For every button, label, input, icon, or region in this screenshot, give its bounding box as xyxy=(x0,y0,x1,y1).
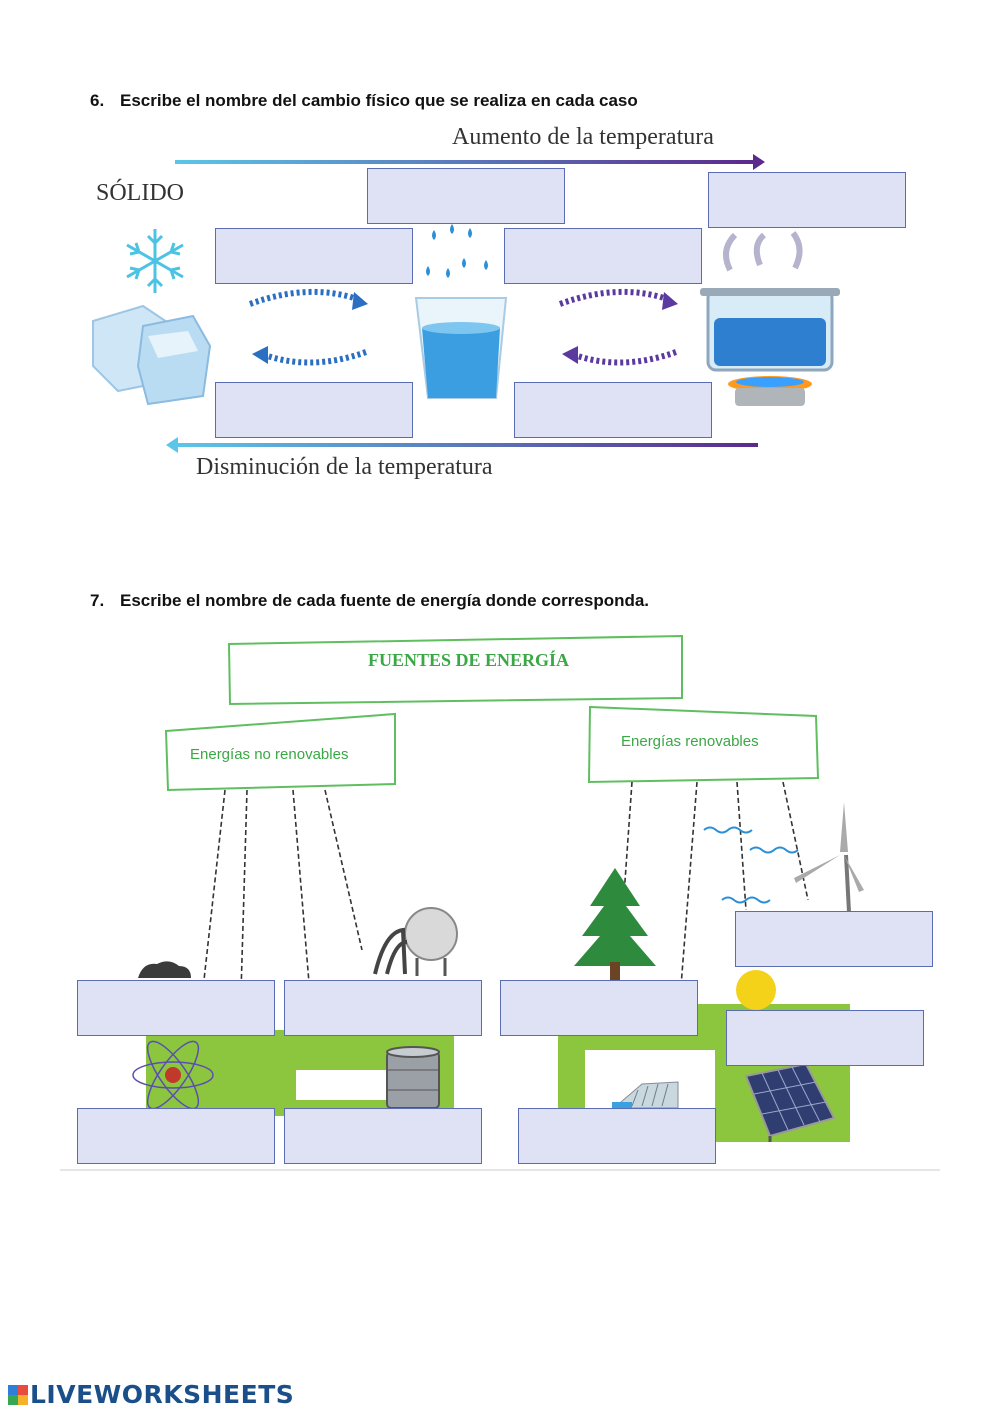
logo-icon xyxy=(8,1385,28,1405)
energy-title: FUENTES DE ENERGÍA xyxy=(368,650,570,670)
boiling-pot-icon xyxy=(700,231,840,406)
atom-icon xyxy=(132,1040,214,1110)
answer-box-7-1[interactable] xyxy=(77,980,275,1036)
cycle-arrows-right xyxy=(558,288,678,366)
tree-icon xyxy=(574,868,656,980)
coal-icon xyxy=(138,961,191,978)
ice-cubes-icon xyxy=(92,304,212,406)
answer-box-6-1[interactable] xyxy=(367,168,565,224)
answer-box-7-4[interactable] xyxy=(735,911,933,967)
temperature-increase-arrow xyxy=(175,154,765,170)
sun-icon xyxy=(736,970,776,1010)
question-7-prompt: 7. Escribe el nombre de cada fuente de en… xyxy=(90,591,649,611)
cycle-arrows-left xyxy=(248,288,368,366)
answer-box-6-6[interactable] xyxy=(514,382,712,438)
renewable-label: Energías renovables xyxy=(621,733,759,750)
answer-box-7-3[interactable] xyxy=(500,980,698,1036)
liveworksheets-logo[interactable]: LIVEWORKSHEETS xyxy=(8,1380,294,1409)
temperature-decrease-arrow xyxy=(166,437,758,453)
question-6-prompt: 6. Escribe el nombre del cambio físico qu… xyxy=(90,91,638,111)
top-arrow-label: Aumento de la temperatura xyxy=(452,124,714,150)
answer-box-6-5[interactable] xyxy=(215,382,413,438)
snowflake-icon xyxy=(126,229,184,293)
logo-text: LIVEWORKSHEETS xyxy=(30,1380,295,1409)
question-7-text: Escribe el nombre de cada fuente de ener… xyxy=(120,591,650,610)
question-7-number: 7. xyxy=(90,591,105,610)
question-6-text: Escribe el nombre del cambio físico que … xyxy=(120,91,638,110)
gas-tank-icon xyxy=(373,907,458,976)
answer-box-7-5[interactable] xyxy=(726,1010,924,1066)
wind-turbine-icon xyxy=(703,802,864,913)
answer-box-7-6[interactable] xyxy=(77,1108,275,1164)
answer-box-7-2[interactable] xyxy=(284,980,482,1036)
bottom-arrow-label: Disminución de la temperatura xyxy=(196,454,493,480)
answer-box-6-3[interactable] xyxy=(215,228,413,284)
oil-barrel-icon xyxy=(386,1046,440,1109)
solar-panel-icon xyxy=(744,1062,836,1142)
answer-box-7-7[interactable] xyxy=(284,1108,482,1164)
question-6-number: 6. xyxy=(90,91,105,110)
non-renewable-label: Energías no renovables xyxy=(190,746,349,763)
answer-box-6-2[interactable] xyxy=(708,172,906,228)
answer-box-7-8[interactable] xyxy=(518,1108,716,1164)
answer-box-6-4[interactable] xyxy=(504,228,702,284)
water-glass-icon xyxy=(414,297,508,399)
water-drops-icon xyxy=(426,224,488,278)
solid-label: SÓLIDO xyxy=(96,180,184,206)
dam-icon xyxy=(612,1081,679,1110)
